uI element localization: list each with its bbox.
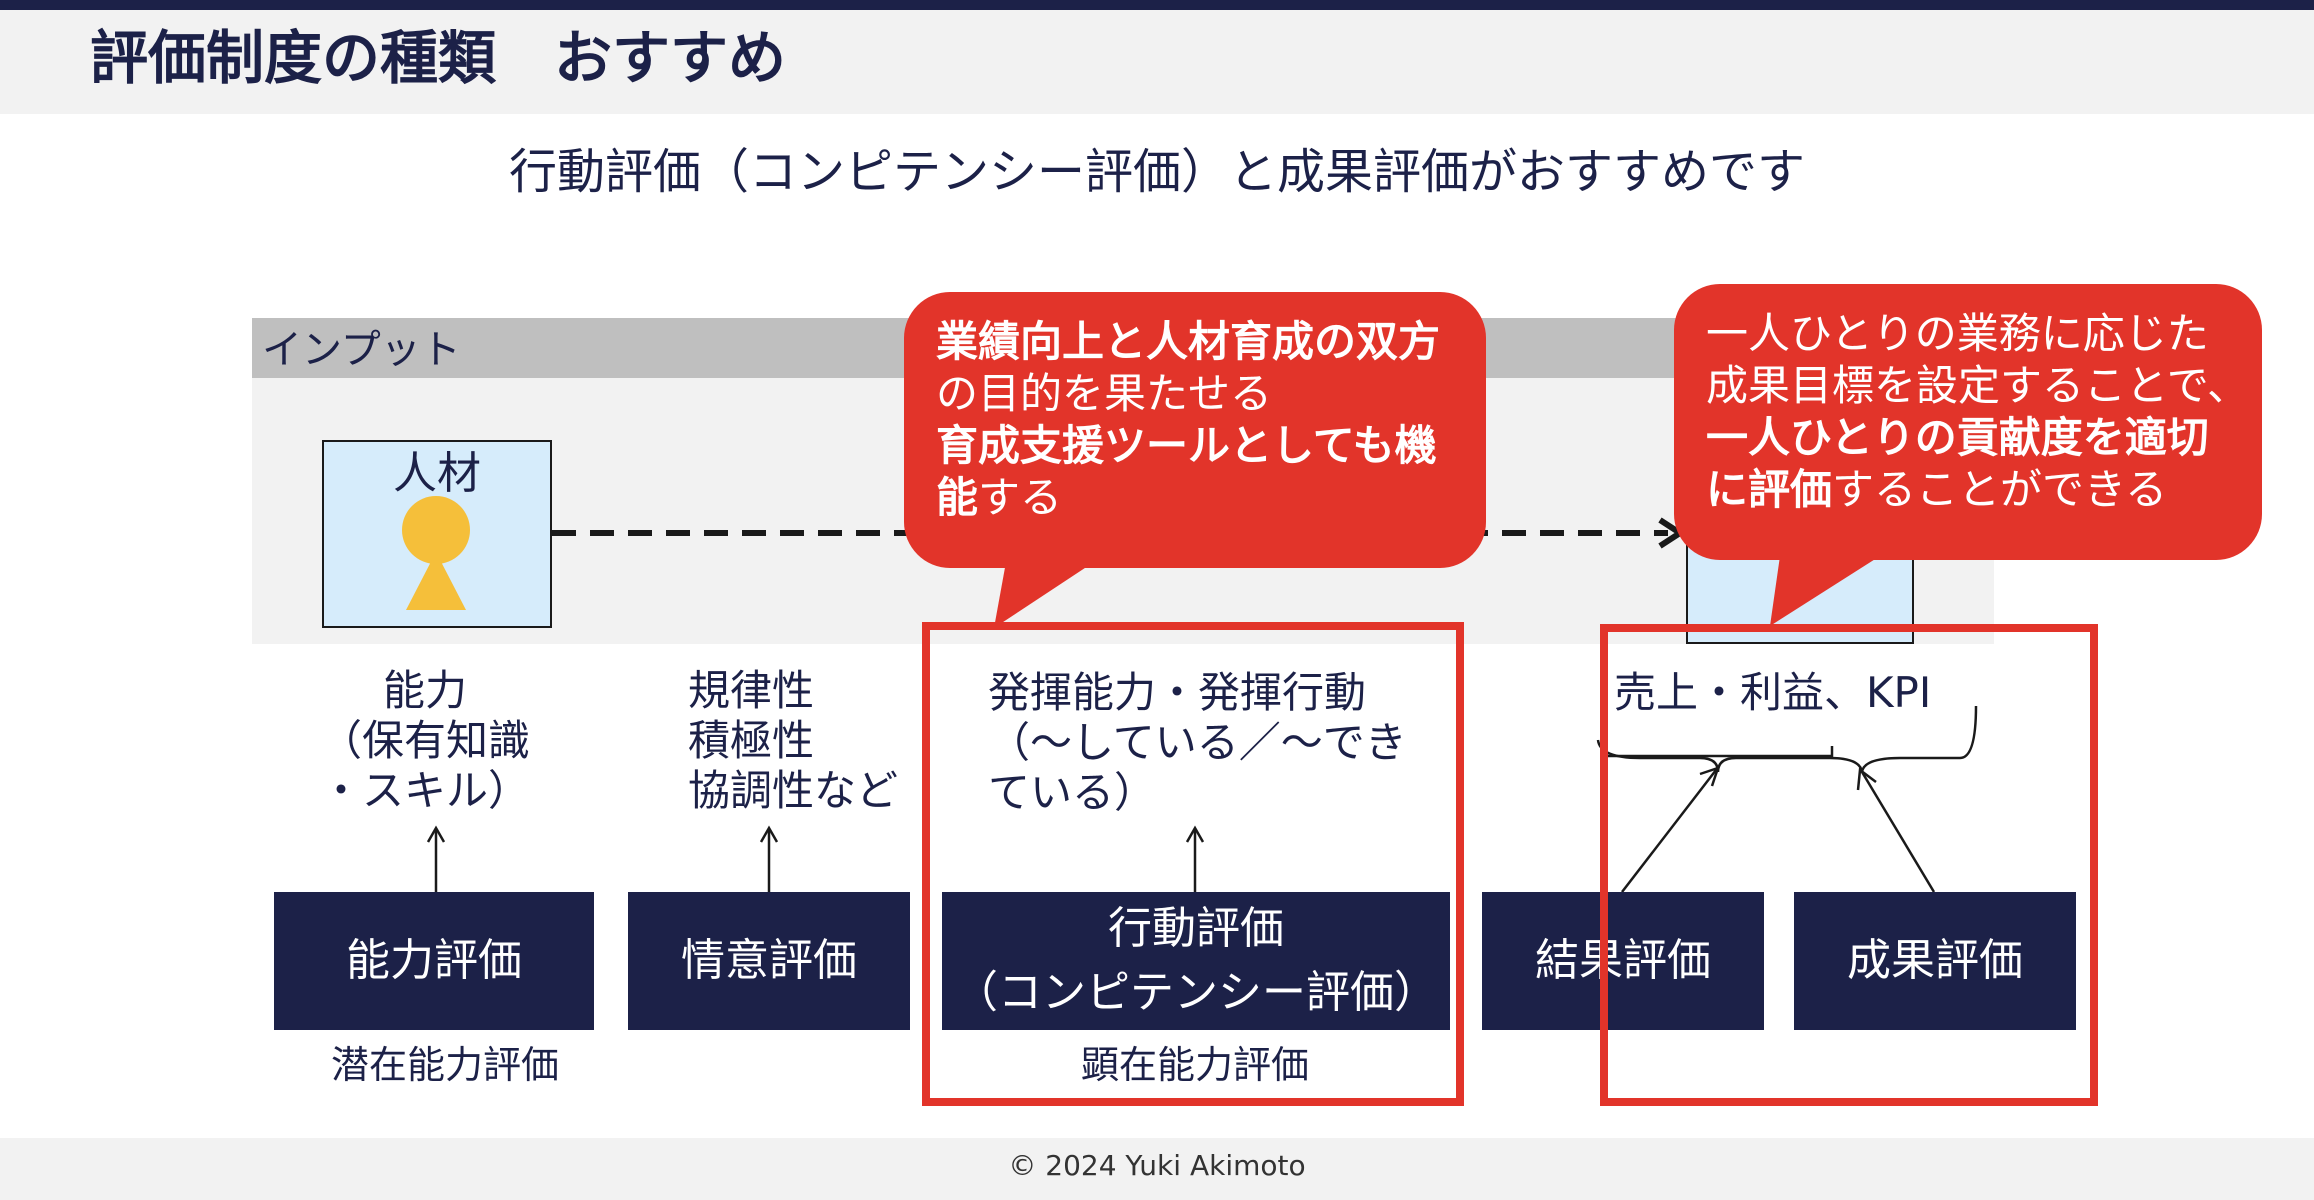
callout-right-line1: 一人ひとりの業務に応じた xyxy=(1706,309,2209,358)
copyright: © 2024 Yuki Akimoto xyxy=(1008,1149,1306,1182)
eval-performance-box: 成果評価 xyxy=(1794,892,2076,1030)
callout-performance: 一人ひとりの業務に応じた 成果目標を設定することで、 一人ひとりの貢献度を適切 … xyxy=(1674,284,2262,560)
callout-left-line3: 育成支援ツールとしても機 xyxy=(936,421,1437,470)
callout-right-line3: 一人ひとりの貢献度を適切 xyxy=(1706,413,2209,462)
eval-behavior-label: 行動評価 （コンピテンシー評価） xyxy=(954,903,1438,1018)
desc-ability: 能力 （保有知識 ・スキル） xyxy=(320,666,531,815)
desc-result: 売上・利益、KPI xyxy=(1614,668,1932,717)
callout-right-line2: 成果目標を設定することで、 xyxy=(1706,361,2250,410)
eval-behavior-box: 行動評価 （コンピテンシー評価） xyxy=(942,892,1450,1030)
footer-band xyxy=(0,1138,2314,1200)
callout-left-line4-bold: 能 xyxy=(936,473,979,522)
eval-ability-label: 能力評価 xyxy=(346,935,522,986)
callout-right-line4-bold: に評価 xyxy=(1706,465,1833,514)
callout-left-line1: 業績向上と人材育成の双方 xyxy=(936,317,1441,366)
callout-behavior: 業績向上と人材育成の双方 の目的を果たせる 育成支援ツールとしても機 能する xyxy=(904,292,1486,568)
desc-attitude: 規律性 積極性 協調性など xyxy=(688,666,899,815)
highlight-behavior xyxy=(922,622,1464,1106)
eval-ability-box: 能力評価 xyxy=(274,892,594,1030)
slide-subtitle: 行動評価（コンピテンシー評価）と成果評価がおすすめです xyxy=(508,144,1805,200)
person-label: 人材 xyxy=(393,448,481,499)
input-label: インプット xyxy=(262,327,461,373)
category-latent: 潜在能力評価 xyxy=(330,1043,559,1087)
callout-left-line2: の目的を果たせる xyxy=(936,369,1273,418)
highlight-performance xyxy=(1600,624,2098,1106)
header-band xyxy=(0,10,2314,114)
callout-right-line4-rest: することができる xyxy=(1832,465,2168,514)
top-accent-bar xyxy=(0,0,2314,10)
eval-performance-label: 成果評価 xyxy=(1847,935,2023,986)
eval-result-box: 結果評価 xyxy=(1482,892,1764,1030)
page-title: 評価制度の種類 おすすめ xyxy=(90,24,787,92)
desc-behavior: 発揮能力・発揮行動 （～している／～でき ている） xyxy=(988,668,1407,817)
callout-left-line4-rest: する xyxy=(978,473,1063,522)
eval-result-label: 結果評価 xyxy=(1535,935,1711,986)
eval-attitude-box: 情意評価 xyxy=(628,892,910,1030)
eval-attitude-label: 情意評価 xyxy=(681,935,857,986)
category-manifest: 顕在能力評価 xyxy=(1080,1043,1309,1087)
